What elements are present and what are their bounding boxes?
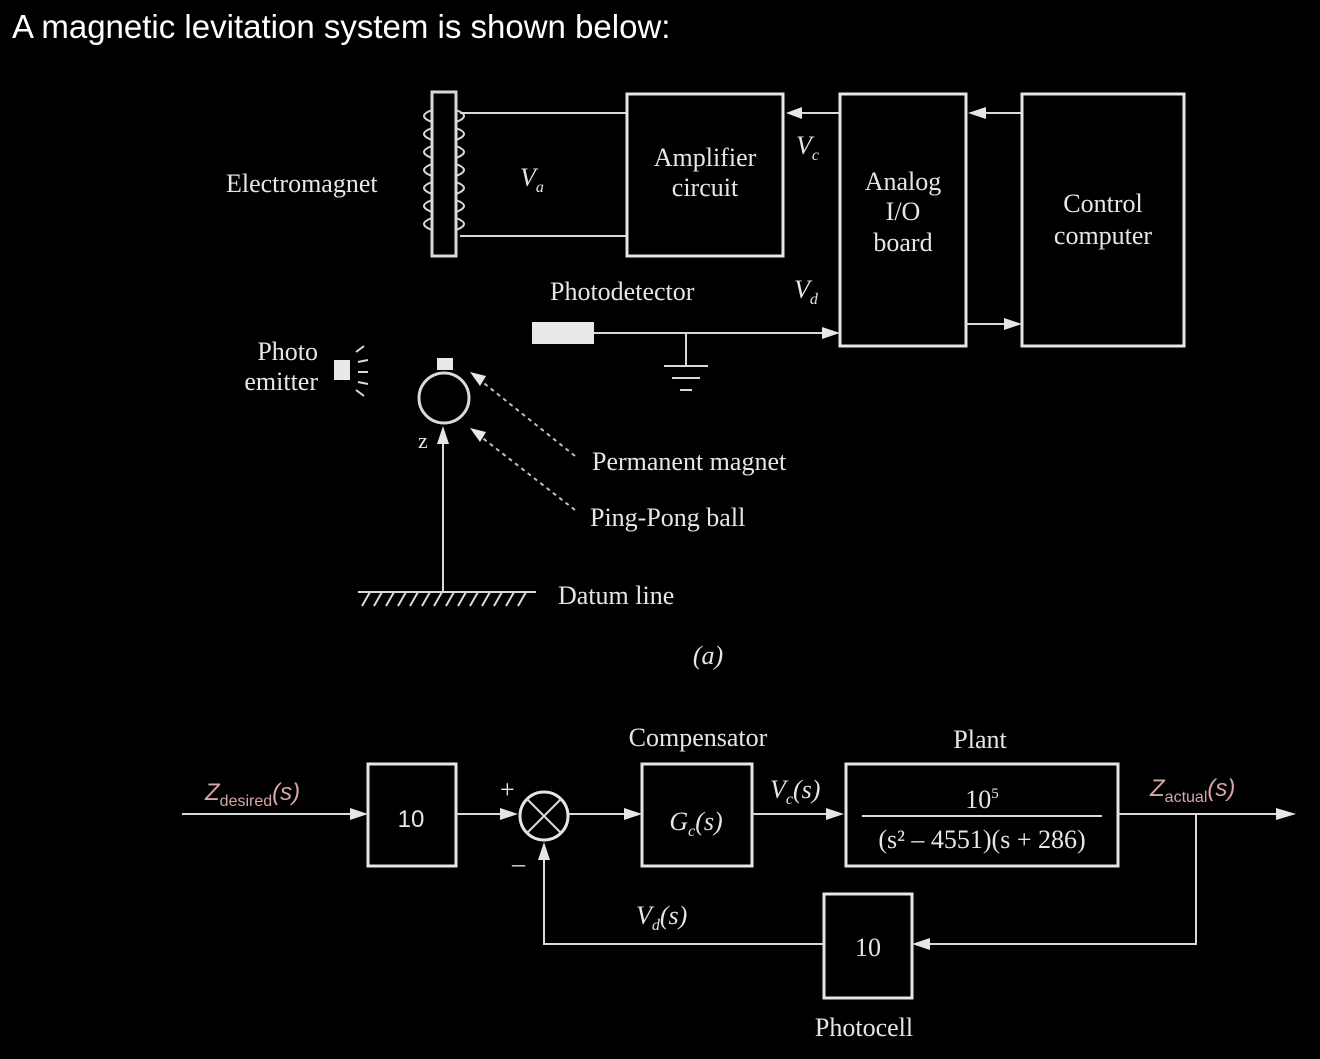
computer-in-arrowhead xyxy=(1004,318,1022,330)
ground-icon xyxy=(650,332,708,391)
photo-emitter-icon xyxy=(334,345,369,397)
z-axis-arrowhead xyxy=(437,426,449,444)
photo-emitter-label-2: emitter xyxy=(244,367,318,396)
ping-pong-ball-icon xyxy=(417,358,471,425)
vc-label: Vc xyxy=(796,131,819,164)
analog-io-box xyxy=(838,92,968,348)
z-actual-label: Zactual(s) xyxy=(1149,775,1235,806)
amplifier-label-1: Amplifier xyxy=(654,143,757,172)
feedback-arrowhead-sum xyxy=(538,842,550,860)
gain-to-sum-arrowhead xyxy=(500,808,518,820)
photocell-box xyxy=(822,892,914,1000)
photocell-label: Photocell xyxy=(815,1013,913,1042)
photocell-gain-value: 10 xyxy=(855,933,881,962)
datum-line-icon xyxy=(358,591,536,607)
z-desired-label: Zdesired(s) xyxy=(204,779,300,810)
permanent-magnet-label: Permanent magnet xyxy=(592,447,787,476)
vd-arrowhead xyxy=(822,327,840,339)
plant-denominator: (s² – 4551)(s + 286) xyxy=(878,825,1085,854)
vc-arrowhead xyxy=(786,107,802,119)
magnet-pointer xyxy=(479,379,576,457)
ping-pong-label: Ping-Pong ball xyxy=(590,503,745,532)
z-axis-label: z xyxy=(418,428,428,453)
feedback-wire-right xyxy=(928,814,1197,945)
ball-pointer-head xyxy=(470,428,486,442)
magnet-pointer-head xyxy=(470,372,486,386)
datum-line-label: Datum line xyxy=(558,581,674,610)
physical-setup: Electromagnet Va Amplifier circuit Vc An… xyxy=(226,90,1186,670)
photodetector-label: Photodetector xyxy=(550,277,695,306)
plant-label: Plant xyxy=(953,725,1007,754)
header-text: A magnetic levitation system is shown be… xyxy=(12,8,670,45)
input-arrowhead xyxy=(350,808,368,820)
analog-label-1: Analog xyxy=(865,167,942,196)
input-gain-value: 10 xyxy=(398,806,425,833)
ball-pointer xyxy=(479,435,576,511)
electromagnet-label: Electromagnet xyxy=(226,169,378,198)
vd-s-label: Vd(s) xyxy=(636,901,687,934)
comp-to-plant-arrowhead xyxy=(826,808,844,820)
compensator-tf: Gc(s) xyxy=(669,807,722,840)
sum-minus-sign: – xyxy=(511,849,526,878)
computer-label-2: computer xyxy=(1054,221,1153,250)
plant-numerator: 105 xyxy=(965,785,999,814)
control-computer-box xyxy=(1020,92,1186,348)
feedback-wire-left xyxy=(543,858,824,945)
amplifier-label-2: circuit xyxy=(672,173,739,202)
vc-s-label: Vc(s) xyxy=(770,775,820,808)
compensator-label: Compensator xyxy=(629,723,768,752)
analog-label-2: I/O xyxy=(886,197,921,226)
vd-label: Vd xyxy=(794,275,819,308)
sum-to-comp-arrowhead xyxy=(624,808,642,820)
photo-emitter-label-1: Photo xyxy=(257,337,318,366)
computer-label-1: Control xyxy=(1063,189,1142,218)
analog-label-3: board xyxy=(873,228,932,257)
block-diagram: Zdesired(s) 10 + – Compensator Gc(s) Vc(… xyxy=(182,723,1296,1042)
input-gain-box xyxy=(366,762,458,868)
output-arrowhead xyxy=(1276,808,1296,820)
electromagnet-icon xyxy=(423,90,465,258)
sum-plus-sign: + xyxy=(500,775,515,804)
amplifier-box xyxy=(625,92,785,258)
caption-a: (a) xyxy=(693,641,723,670)
compensator-box xyxy=(640,762,754,868)
photodetector-icon xyxy=(532,322,594,344)
summing-junction xyxy=(518,790,570,842)
va-label: Va xyxy=(520,163,544,196)
computer-out-arrowhead xyxy=(968,107,986,119)
feedback-arrowhead-in xyxy=(912,938,930,950)
